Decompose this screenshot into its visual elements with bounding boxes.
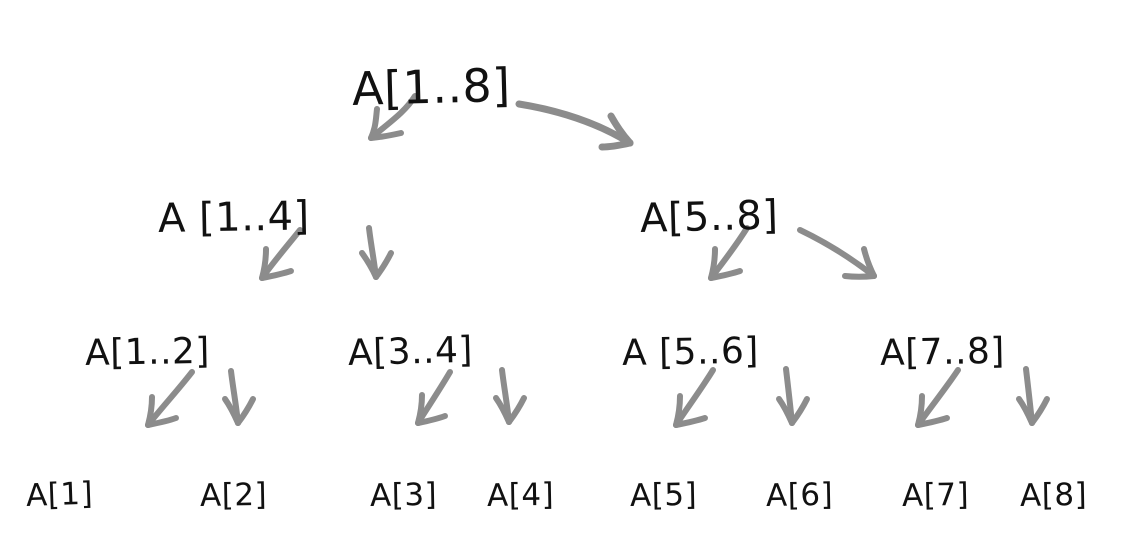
edge-l2a-to-l3b — [222, 368, 256, 426]
edge-l2b-to-l3d — [493, 367, 527, 425]
edge-l2d-to-l3g — [915, 367, 961, 428]
node-a-3: A[3] — [369, 476, 438, 514]
edge-l2b-to-l3c — [415, 369, 453, 426]
node-a-4: A[4] — [486, 476, 555, 514]
node-a-1-4: A [1..4] — [157, 193, 311, 242]
edge-l2a-to-l3a — [145, 369, 195, 428]
node-a-8: A[8] — [1019, 476, 1088, 514]
node-a-1: A[1] — [25, 475, 94, 514]
node-a-5-8: A[5..8] — [639, 192, 779, 242]
edge-l2c-to-l3e — [673, 367, 716, 428]
node-a-1-2: A[1..2] — [84, 330, 211, 374]
node-a-6: A[6] — [765, 476, 834, 514]
node-a-5: A[5] — [629, 476, 698, 514]
node-a-5-6: A [5..6] — [621, 330, 760, 374]
edge-l1b-to-l2d — [797, 227, 877, 280]
node-root: A[1..8] — [351, 57, 512, 116]
edge-l2d-to-l3h — [1016, 366, 1050, 426]
node-a-7-8: A[7..8] — [879, 330, 1006, 374]
node-a-7: A[7] — [901, 476, 970, 514]
node-a-2: A[2] — [199, 476, 268, 514]
edge-l1a-to-l2b — [359, 225, 394, 280]
node-a-3-4: A[3..4] — [347, 329, 474, 374]
edge-root-to-right — [515, 100, 634, 151]
edge-l2c-to-l3f — [776, 366, 810, 426]
